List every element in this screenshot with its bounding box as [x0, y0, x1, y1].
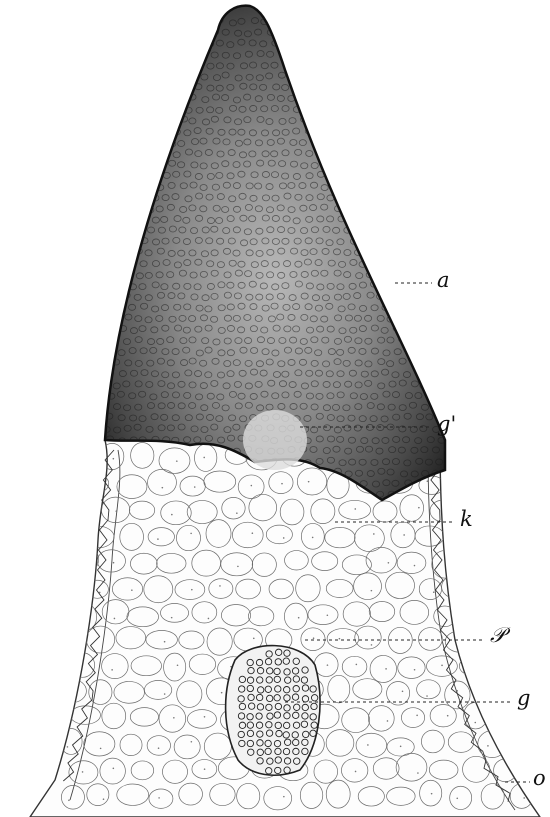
apex-cap	[101, 6, 452, 500]
label-p: 𝒫	[490, 625, 505, 646]
cell-cluster-g	[226, 646, 320, 776]
label-o: o	[533, 768, 546, 789]
label-g-prime: g'	[437, 414, 456, 435]
label-a: a	[437, 270, 450, 291]
label-k: k	[460, 509, 473, 530]
label-g: g	[517, 688, 530, 709]
